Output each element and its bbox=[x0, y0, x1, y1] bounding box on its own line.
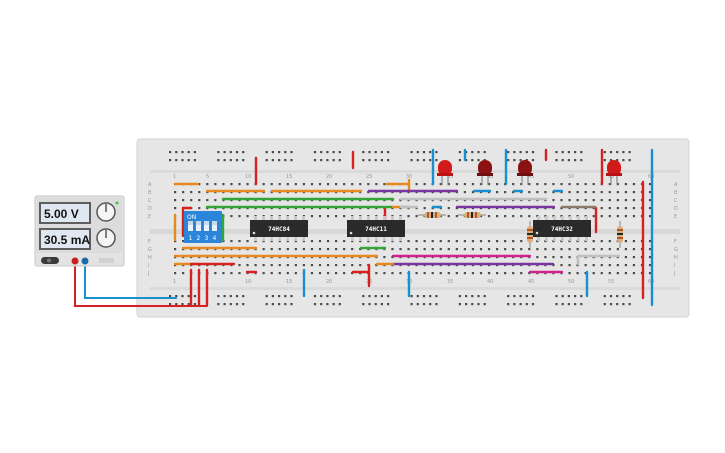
svg-text:35: 35 bbox=[447, 279, 453, 285]
svg-text:10: 10 bbox=[245, 279, 251, 285]
chip-74hc32[interactable]: 74HC32 bbox=[533, 216, 591, 241]
dip-switch[interactable]: ON 1 2 3 4 bbox=[184, 211, 222, 243]
dip-toggle-3[interactable] bbox=[204, 221, 209, 231]
wire-psu-red[interactable] bbox=[74, 263, 208, 307]
svg-text:30: 30 bbox=[406, 174, 412, 180]
power-supply[interactable]: 5.00 V 30.5 mA bbox=[34, 195, 125, 267]
svg-text:H: H bbox=[148, 255, 152, 261]
chips[interactable]: 74HC84 74HC11 74HC32 bbox=[250, 216, 591, 241]
negative-terminal[interactable] bbox=[81, 257, 89, 265]
svg-text:1: 1 bbox=[173, 174, 176, 180]
row-letters: A B C D E F G H I J A B C D E F G H I J bbox=[147, 182, 678, 277]
indicator-light bbox=[115, 201, 119, 205]
svg-text:G: G bbox=[148, 247, 152, 253]
svg-text:G: G bbox=[674, 247, 678, 253]
chip-74hc84[interactable]: 74HC84 bbox=[250, 216, 308, 241]
voltage-display: 5.00 V bbox=[44, 207, 79, 221]
svg-text:E: E bbox=[148, 214, 151, 220]
svg-text:40: 40 bbox=[487, 279, 493, 285]
chip-74hc11[interactable]: 74HC11 bbox=[347, 216, 405, 241]
resistor[interactable] bbox=[418, 212, 446, 218]
dip-number-2: 2 bbox=[197, 235, 201, 242]
svg-text:J: J bbox=[147, 271, 149, 277]
dip-number-4: 4 bbox=[213, 235, 217, 242]
svg-text:50: 50 bbox=[568, 174, 574, 180]
svg-text:45: 45 bbox=[528, 279, 534, 285]
svg-text:40: 40 bbox=[487, 174, 493, 180]
svg-text:20: 20 bbox=[326, 279, 332, 285]
svg-text:C: C bbox=[148, 198, 152, 204]
current-display: 30.5 mA bbox=[44, 233, 90, 247]
chip-label: 74HC11 bbox=[365, 226, 387, 233]
svg-text:35: 35 bbox=[447, 174, 453, 180]
positive-terminal[interactable] bbox=[71, 257, 79, 265]
svg-text:10: 10 bbox=[245, 174, 251, 180]
svg-text:E: E bbox=[674, 214, 677, 220]
svg-text:D: D bbox=[674, 206, 678, 212]
svg-text:D: D bbox=[148, 206, 152, 212]
svg-text:C: C bbox=[674, 198, 678, 204]
dip-toggle-1[interactable] bbox=[188, 221, 193, 231]
wire-psu-blue[interactable] bbox=[84, 263, 177, 299]
svg-text:I: I bbox=[148, 263, 149, 269]
resistor[interactable] bbox=[458, 212, 486, 218]
svg-text:F: F bbox=[674, 239, 677, 245]
dip-toggle-2[interactable] bbox=[196, 221, 201, 231]
dip-number-3: 3 bbox=[205, 235, 209, 242]
dip-on-label: ON bbox=[187, 214, 196, 221]
svg-text:50: 50 bbox=[568, 279, 574, 285]
svg-text:15: 15 bbox=[286, 279, 292, 285]
led-3[interactable] bbox=[517, 160, 533, 185]
svg-text:B: B bbox=[674, 190, 678, 196]
led-2[interactable] bbox=[477, 160, 493, 185]
leds[interactable] bbox=[437, 160, 622, 185]
led-4[interactable] bbox=[606, 160, 622, 185]
resistor[interactable] bbox=[527, 221, 533, 248]
svg-text:A: A bbox=[674, 182, 678, 188]
chip-label: 74HC32 bbox=[551, 226, 573, 233]
resistors[interactable] bbox=[418, 212, 623, 248]
svg-text:25: 25 bbox=[366, 174, 372, 180]
svg-text:A: A bbox=[148, 182, 152, 188]
svg-text:15: 15 bbox=[286, 174, 292, 180]
svg-text:55: 55 bbox=[608, 279, 614, 285]
svg-text:H: H bbox=[674, 255, 678, 261]
svg-text:45: 45 bbox=[528, 174, 534, 180]
svg-text:20: 20 bbox=[326, 174, 332, 180]
svg-text:J: J bbox=[673, 271, 675, 277]
svg-text:F: F bbox=[148, 239, 151, 245]
led-1[interactable] bbox=[437, 160, 453, 185]
resistor[interactable] bbox=[617, 221, 623, 248]
dip-toggle-4[interactable] bbox=[212, 221, 217, 231]
chip-label: 74HC84 bbox=[268, 226, 290, 233]
svg-text:I: I bbox=[674, 263, 675, 269]
svg-text:5: 5 bbox=[206, 174, 209, 180]
dip-number-1: 1 bbox=[189, 235, 193, 242]
svg-text:B: B bbox=[148, 190, 152, 196]
svg-text:1: 1 bbox=[173, 279, 176, 285]
